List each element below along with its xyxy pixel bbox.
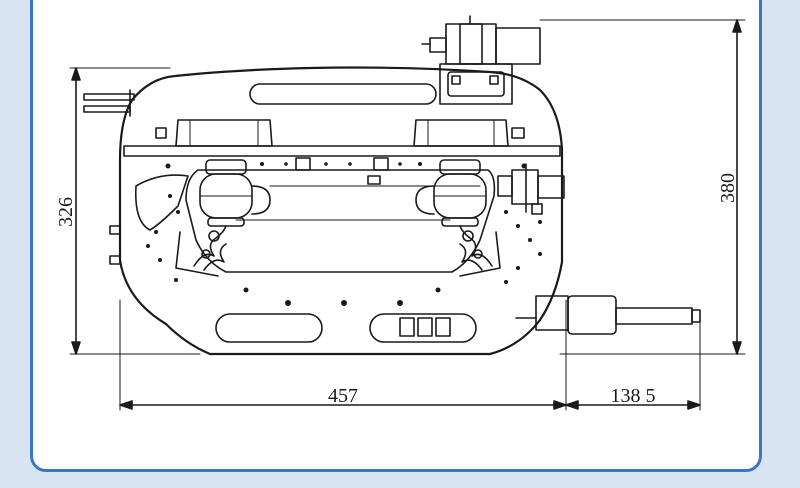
- dimension-left-height: [69, 67, 201, 355]
- top-mount-blocks: [155, 119, 525, 147]
- bottom-right-piston: [515, 295, 701, 335]
- dimension-bottom-width: [119, 299, 701, 411]
- dimension-bottom-main-label: 457: [328, 385, 358, 407]
- center-brackets: [235, 157, 481, 221]
- dimension-bottom-extension-label: 138 5: [611, 385, 656, 407]
- dimension-right-label: 380: [717, 173, 739, 203]
- right-side-valve: [497, 163, 565, 215]
- robot-frame: [118, 66, 564, 356]
- bottom-slot-internals: [399, 317, 451, 337]
- left-side-connectors: [109, 225, 121, 265]
- left-wheel-assembly: [199, 159, 271, 227]
- top-motor-assembly: [421, 15, 541, 105]
- drawing-card: [30, 0, 762, 472]
- right-spring: [459, 225, 493, 271]
- dimension-left-label: 326: [55, 197, 77, 227]
- dimension-right-height: [539, 19, 746, 355]
- bolt-holes: [146, 162, 542, 306]
- left-spring: [193, 225, 227, 271]
